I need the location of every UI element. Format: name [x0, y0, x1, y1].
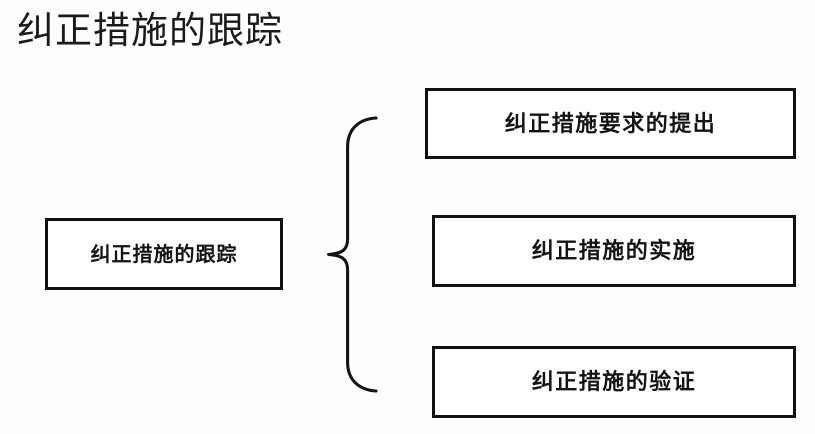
curly-brace-icon [320, 100, 390, 400]
root-node-box[interactable]: 纠正措施的跟踪 [45, 218, 283, 290]
root-node-label: 纠正措施的跟踪 [90, 242, 238, 266]
stage-node-box-0[interactable]: 纠正措施要求的提出 [425, 88, 796, 159]
stage-node-box-1[interactable]: 纠正措施的实施 [432, 215, 796, 287]
page-title: 纠正措施的跟踪 [17, 9, 283, 52]
stage-node-label-2: 纠正措施的验证 [531, 369, 697, 395]
curly-brace-svg [327, 116, 378, 393]
stage-node-label-0: 纠正措施要求的提出 [504, 110, 717, 137]
stage-node-label-1: 纠正措施的实施 [531, 238, 697, 264]
stage-node-box-2[interactable]: 纠正措施的验证 [432, 346, 796, 418]
